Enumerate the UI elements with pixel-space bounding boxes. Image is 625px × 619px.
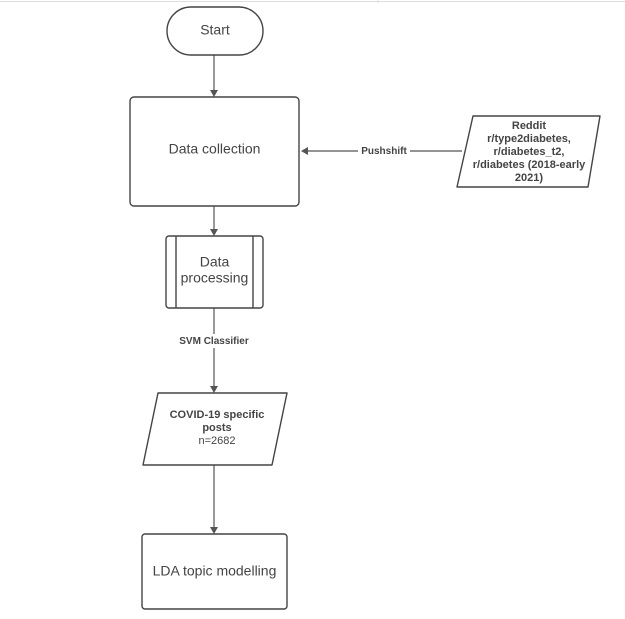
covid-posts-count: n=2682: [198, 435, 235, 447]
svm-classifier-label: SVM Classifier: [179, 336, 249, 347]
node-data-processing: Data processing: [165, 235, 264, 309]
edge-label-svm: SVM Classifier: [175, 334, 255, 348]
edge-label-pushshift: Pushshift: [358, 144, 410, 158]
reddit-line-2: r/type2diabetes,: [487, 133, 571, 145]
node-covid-posts: COVID-19 specific posts n=2682: [142, 392, 288, 466]
edge-covid-to-lda: [210, 465, 218, 534]
node-lda-label: LDA topic modelling: [153, 563, 277, 579]
node-reddit-source: Reddit r/type2diabetes, r/diabetes_t2, r…: [456, 115, 601, 188]
node-data-collection-label: Data collection: [169, 141, 261, 157]
reddit-line-1: Reddit: [512, 120, 547, 132]
node-start-label: Start: [200, 22, 230, 38]
node-lda: LDA topic modelling: [141, 533, 288, 610]
covid-posts-line-1: COVID-19 specific: [170, 409, 265, 421]
edge-collection-to-processing: [210, 206, 218, 236]
node-data-collection: Data collection: [129, 96, 300, 207]
pushshift-label: Pushshift: [361, 146, 407, 157]
edge-start-to-collection: [210, 55, 218, 97]
node-data-processing-line-2: processing: [181, 270, 249, 286]
reddit-line-5: 2021): [515, 172, 543, 184]
reddit-line-4: r/diabetes (2018-early: [473, 159, 586, 171]
edge-processing-to-covid: [210, 308, 218, 393]
node-data-processing-line-1: Data: [200, 254, 230, 270]
covid-posts-line-2: posts: [202, 422, 231, 434]
node-start: Start: [166, 6, 264, 56]
reddit-line-3: r/diabetes_t2,: [494, 146, 565, 158]
